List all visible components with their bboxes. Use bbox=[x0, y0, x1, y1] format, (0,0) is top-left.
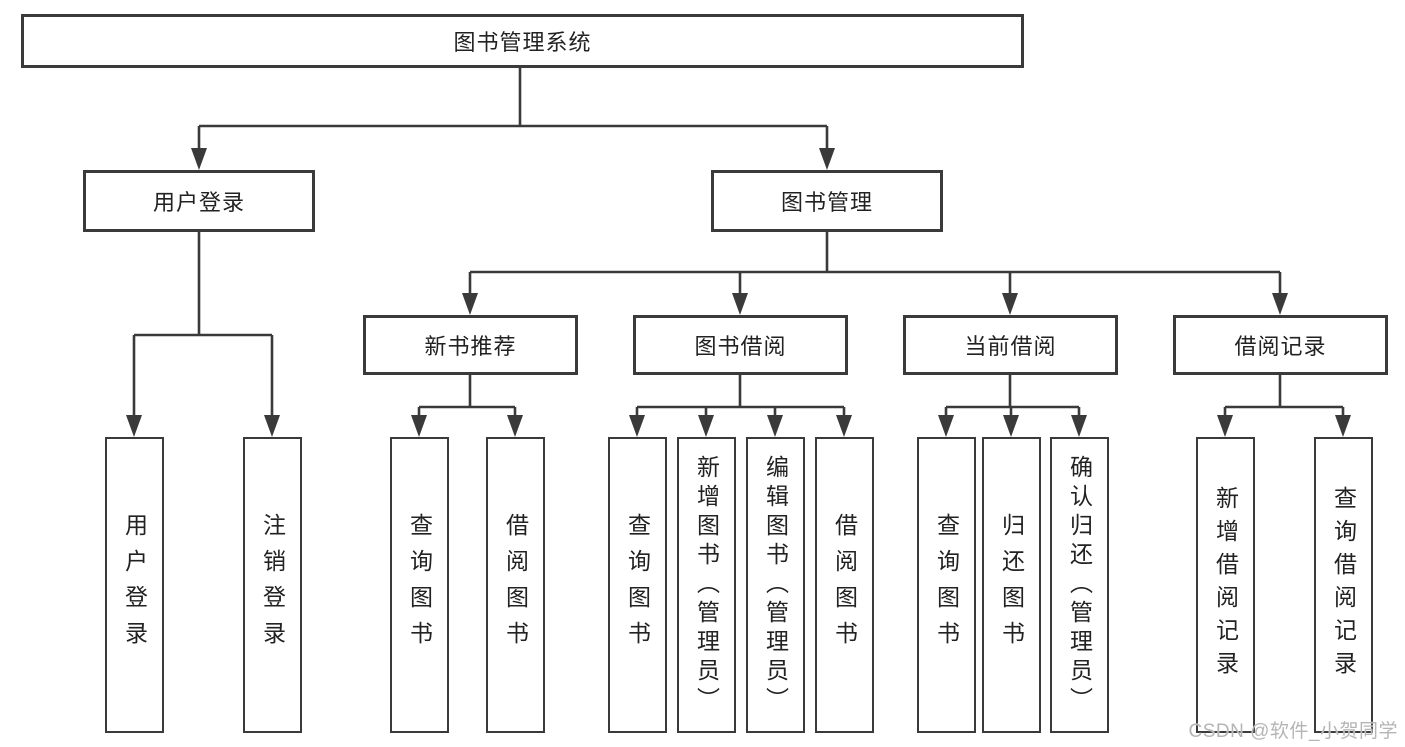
node-label: 用户登录 bbox=[121, 513, 148, 657]
leaf-add-books-admin: 新增图书（管理员） bbox=[676, 437, 736, 733]
node-label: 查询借阅记录 bbox=[1330, 486, 1357, 684]
leaf-borrow-books-recommend: 借阅图书 bbox=[485, 437, 545, 733]
leaf-query-books-current: 查询图书 bbox=[916, 437, 976, 733]
node-label: 借阅图书 bbox=[502, 513, 529, 657]
node-borrow-records: 借阅记录 bbox=[1173, 315, 1388, 375]
leaf-query-books-recommend: 查询图书 bbox=[389, 437, 449, 733]
node-user-login: 用户登录 bbox=[83, 170, 315, 232]
node-book-borrow: 图书借阅 bbox=[633, 315, 848, 375]
node-new-book-recommend: 新书推荐 bbox=[363, 315, 578, 375]
leaf-query-books-borrow: 查询图书 bbox=[607, 437, 667, 733]
node-label: 借阅图书 bbox=[831, 513, 858, 657]
leaf-edit-books-admin: 编辑图书（管理员） bbox=[745, 437, 805, 733]
node-label: 查询图书 bbox=[406, 513, 433, 657]
node-root: 图书管理系统 bbox=[21, 14, 1024, 68]
leaf-borrow-books: 借阅图书 bbox=[814, 437, 874, 733]
leaf-confirm-return-admin: 确认归还（管理员） bbox=[1049, 437, 1109, 733]
leaf-logout: 注销登录 bbox=[242, 437, 302, 733]
csdn-watermark: CSDN @软件_小贺同学 bbox=[1188, 721, 1398, 742]
leaf-add-borrow-record: 新增借阅记录 bbox=[1195, 437, 1255, 733]
leaf-return-books: 归还图书 bbox=[981, 437, 1041, 733]
node-label: 归还图书 bbox=[998, 513, 1025, 657]
leaf-user-login: 用户登录 bbox=[104, 437, 164, 733]
node-label: 查询图书 bbox=[933, 513, 960, 657]
node-label: 确认归还（管理员） bbox=[1066, 454, 1093, 716]
node-book-management: 图书管理 bbox=[711, 170, 943, 232]
node-label: 查询图书 bbox=[624, 513, 651, 657]
connector-paths bbox=[132, 68, 1345, 419]
node-label: 新增图书（管理员） bbox=[693, 454, 720, 716]
node-label: 注销登录 bbox=[259, 513, 286, 657]
node-label: 新增借阅记录 bbox=[1212, 486, 1239, 684]
node-label: 编辑图书（管理员） bbox=[762, 454, 789, 716]
node-current-borrow: 当前借阅 bbox=[903, 315, 1118, 375]
leaf-query-borrow-record: 查询借阅记录 bbox=[1313, 437, 1373, 733]
